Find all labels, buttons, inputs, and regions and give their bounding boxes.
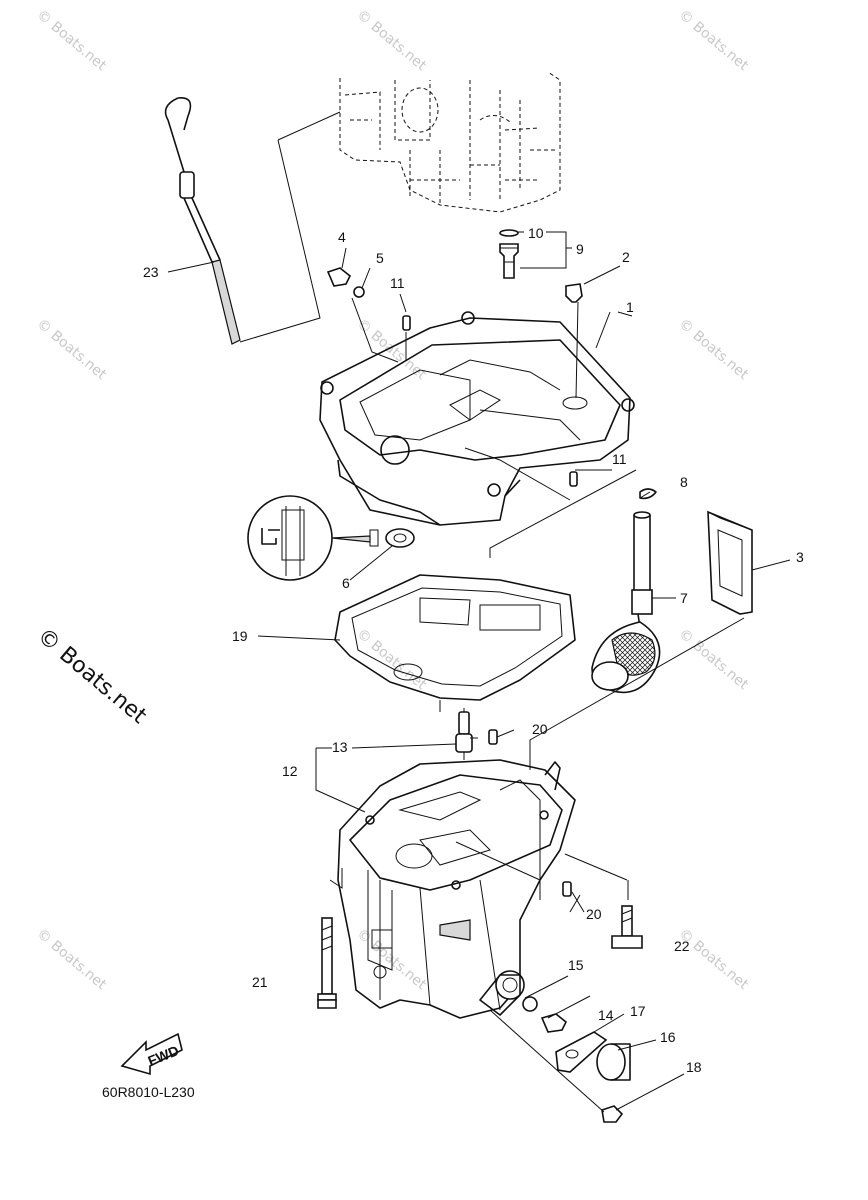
callout-15: 15 — [568, 957, 584, 973]
dowel-pin — [562, 881, 572, 897]
callout-1: 1 — [626, 299, 634, 315]
watermark: © Boats.net — [675, 926, 751, 993]
watermark: © Boats.net — [353, 7, 429, 74]
clip — [639, 488, 657, 500]
callout-19: 19 — [232, 628, 248, 644]
watermark: © Boats.net — [353, 926, 429, 993]
bolt-and-washer — [326, 267, 365, 298]
oil-strainer-fitting — [499, 229, 519, 279]
lower-casing — [337, 759, 576, 1019]
dowel-pin — [569, 471, 578, 487]
plug — [565, 283, 583, 303]
callout-20b: 20 — [586, 906, 602, 922]
fwd-arrow-icon: FWD — [120, 1032, 183, 1076]
fwd-label: FWD — [146, 1042, 182, 1069]
callout-20a: 20 — [532, 721, 548, 737]
bolt-short — [611, 905, 643, 949]
dowel-pin — [402, 315, 411, 331]
callout-22: 22 — [674, 938, 690, 954]
callout-6: 6 — [342, 575, 350, 591]
callout-21: 21 — [252, 974, 268, 990]
callouts: 1 2 3 4 5 6 7 8 9 10 11 11 12 13 14 15 1… — [143, 225, 804, 1075]
upper-casing — [319, 311, 635, 526]
callout-5: 5 — [376, 250, 384, 266]
dowel-pin — [488, 729, 498, 745]
callout-23: 23 — [143, 264, 159, 280]
cover-plate — [707, 510, 753, 615]
watermarks: © Boats.net © Boats.net © Boats.net © Bo… — [32, 7, 751, 993]
callout-11a: 11 — [390, 275, 405, 291]
callout-3: 3 — [796, 549, 804, 565]
watermark: © Boats.net — [33, 316, 109, 383]
nipple — [455, 711, 473, 753]
callout-4: 4 — [338, 229, 346, 245]
callout-11b: 11 — [612, 451, 627, 467]
callout-9: 9 — [576, 241, 584, 257]
diagram-code: 60R8010-L230 — [102, 1084, 195, 1100]
watermark: © Boats.net — [33, 926, 109, 993]
callout-10: 10 — [528, 225, 544, 241]
leader-lines — [351, 297, 651, 558]
bolt-long — [317, 917, 337, 1009]
callout-14: 14 — [598, 1007, 614, 1023]
watermark: © Boats.net — [353, 316, 429, 383]
watermark-large: © Boats.net — [32, 623, 151, 729]
watermark: © Boats.net — [675, 7, 751, 74]
engine-block-outline — [339, 71, 561, 213]
callout-8: 8 — [680, 474, 688, 490]
oil-seal-detail — [247, 495, 415, 581]
callout-17: 17 — [630, 1003, 646, 1019]
watermark: © Boats.net — [33, 7, 109, 74]
dipstick — [164, 97, 241, 345]
callout-7: 7 — [680, 590, 688, 606]
callout-13: 13 — [332, 739, 348, 755]
gasket — [334, 574, 576, 701]
dipstick-leader — [239, 111, 341, 343]
drain-assembly — [489, 996, 631, 1123]
callout-18: 18 — [686, 1059, 702, 1075]
watermark: © Boats.net — [675, 316, 751, 383]
oil-strainer — [591, 511, 661, 694]
callout-2: 2 — [622, 249, 630, 265]
callout-16: 16 — [660, 1029, 676, 1045]
callout-12: 12 — [282, 763, 298, 779]
